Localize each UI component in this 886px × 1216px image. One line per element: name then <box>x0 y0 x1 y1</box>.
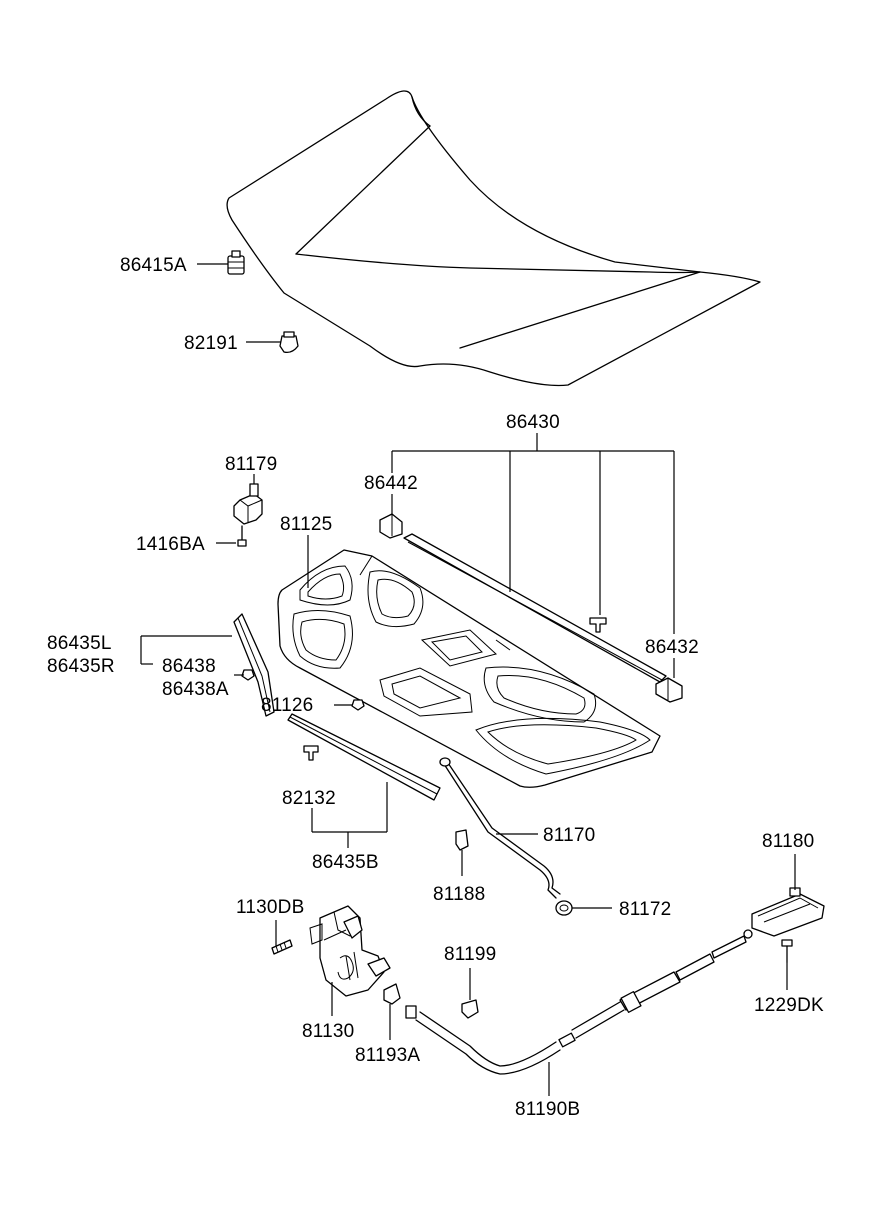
latch-bolt <box>271 939 293 955</box>
hood-panel <box>226 90 761 387</box>
front-strip-clip <box>303 745 319 761</box>
part-label-86442: 86442 <box>364 473 418 494</box>
part-label-81126: 81126 <box>261 695 314 716</box>
part-label-81172: 81172 <box>619 899 672 920</box>
pad-clip <box>351 699 365 711</box>
part-label-1229DK: 1229DK <box>754 995 824 1016</box>
part-label-1416BA: 1416BA <box>136 534 205 555</box>
part-label-81170: 81170 <box>543 825 596 846</box>
hood-release-handle <box>751 887 825 937</box>
part-label-82132: 82132 <box>282 788 336 809</box>
leader-86435LR <box>140 635 232 665</box>
striker-bolt <box>237 525 247 547</box>
side-weatherstrip <box>233 613 275 717</box>
part-label-81180: 81180 <box>762 831 815 852</box>
hood-release-cable <box>405 929 753 1075</box>
prop-rod-grommet <box>555 900 573 916</box>
hood-bumper-part <box>227 250 245 275</box>
part-label-1130DB: 1130DB <box>236 897 305 918</box>
part-label-86435L: 86435L <box>47 633 112 654</box>
part-label-86435B: 86435B <box>312 852 379 873</box>
weatherstrip-seal <box>403 533 667 683</box>
prop-rod-clip <box>455 829 469 851</box>
part-label-86430: 86430 <box>506 412 560 433</box>
seal-fastener <box>589 617 607 633</box>
part-label-86438: 86438 <box>162 656 216 677</box>
part-label-86435R: 86435R <box>47 656 115 677</box>
front-weatherstrip <box>287 713 441 801</box>
hood-insulator-pad <box>277 549 661 788</box>
seal-end-clip-right <box>655 677 683 703</box>
part-label-81193A: 81193A <box>355 1045 421 1066</box>
leader-86435B <box>311 782 388 848</box>
part-label-86438A: 86438A <box>162 679 229 700</box>
hood-latch-striker-bracket <box>233 483 263 525</box>
part-label-81125: 81125 <box>280 514 333 535</box>
part-label-81188: 81188 <box>433 884 486 905</box>
seal-end-clip-left <box>379 513 403 539</box>
part-label-82191: 82191 <box>184 333 238 354</box>
cable-clip <box>461 999 479 1019</box>
part-label-81190B: 81190B <box>515 1099 581 1120</box>
part-label-81179: 81179 <box>225 454 278 475</box>
hood-prop-rod <box>439 757 561 899</box>
part-label-86415A: 86415A <box>120 255 187 276</box>
part-label-81199: 81199 <box>444 944 497 965</box>
handle-screw <box>781 939 793 963</box>
hood-latch <box>309 905 391 997</box>
part-label-81130: 81130 <box>302 1021 355 1042</box>
part-label-86432: 86432 <box>645 637 699 658</box>
hood-stopper-part <box>279 331 299 354</box>
leader-86430 <box>391 433 675 634</box>
latch-cable-clip <box>383 983 401 1005</box>
